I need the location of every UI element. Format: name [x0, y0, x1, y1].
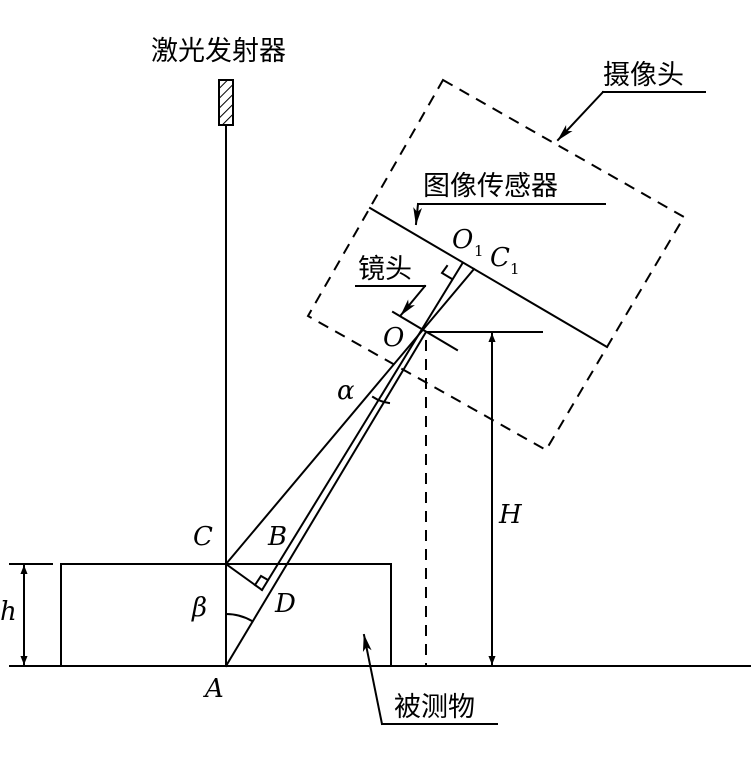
- angle-alpha-arc: [371, 395, 391, 405]
- label-H: H: [498, 500, 523, 530]
- perpendicular-cd: [224, 562, 264, 592]
- label-D: D: [274, 589, 296, 619]
- label-laser-emitter: 激光发射器: [151, 36, 286, 67]
- label-O1: O: [452, 225, 473, 255]
- sensor-leader: [413, 202, 423, 226]
- label-lens: 镜头: [358, 254, 412, 285]
- label-measured-object: 被测物: [394, 692, 475, 723]
- right-angle-o1: [440, 264, 454, 281]
- label-image-sensor: 图像传感器: [423, 171, 558, 202]
- laser-emitter: [218, 79, 234, 126]
- label-beta: β: [191, 593, 207, 623]
- label-C1-sub: 1: [510, 260, 520, 278]
- ray-a-o: [224, 330, 428, 668]
- image-sensor: [368, 206, 609, 349]
- label-B: B: [267, 522, 287, 552]
- label-O: O: [383, 323, 404, 353]
- label-A: A: [203, 674, 224, 704]
- label-O1-sub: 1: [474, 242, 484, 260]
- ray-c-c1: [224, 267, 476, 566]
- label-camera: 摄像头: [603, 60, 684, 91]
- label-alpha: α: [337, 376, 355, 406]
- lens-leader: [399, 284, 427, 317]
- object-leader: [362, 633, 384, 726]
- label-C: C: [193, 522, 213, 552]
- label-h: h: [0, 597, 17, 627]
- right-angle-d: [253, 574, 270, 587]
- label-C1: C: [490, 243, 510, 273]
- angle-beta-arc: [224, 612, 254, 623]
- camera-leader: [556, 90, 605, 142]
- optical-axis: [260, 262, 464, 592]
